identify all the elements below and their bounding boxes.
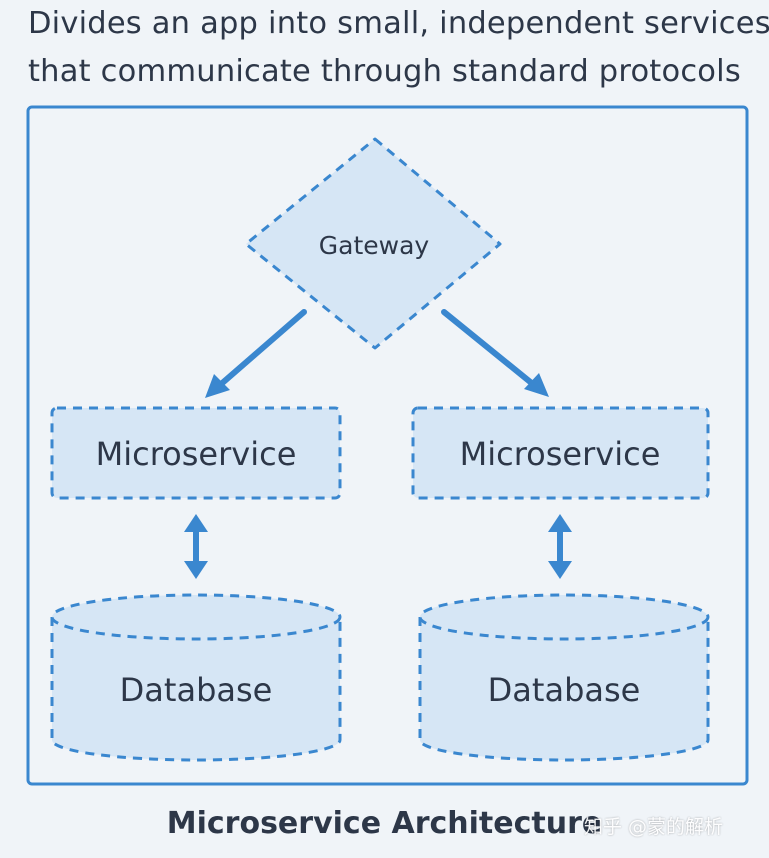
database-node-right: Database [418,593,710,762]
database-node-left: Database [50,593,342,762]
watermark: 知乎 @蒙的解析 [584,816,724,838]
database-top-left [50,593,342,641]
database-top-right [418,593,710,641]
database-body-right [418,617,710,762]
description-line-2: that communicate through standard protoc… [28,54,741,89]
gateway-label: Gateway [319,231,430,260]
microservice-node-right: Microservice [411,406,710,500]
gateway-to-service-arrow-right [441,309,549,397]
microservice-label-right: Microservice [460,435,661,473]
gateway-to-service-arrow-left [205,309,307,398]
gateway-shape [244,137,502,350]
microservice-box-right [411,406,710,500]
service-database-arrow-left [184,514,208,579]
microservice-label-left: Microservice [96,435,297,473]
microservice-box-left [50,406,342,500]
database-label-right: Database [488,671,641,709]
service-database-arrow-right [548,514,572,579]
description-line-1: Divides an app into small, independent s… [28,6,769,41]
microservice-node-left: Microservice [50,406,342,500]
database-body-left [50,617,342,762]
diagram-frame [26,105,749,786]
gateway-node: Gateway [244,137,502,350]
diagram-caption: Microservice Architecture [166,806,603,841]
description: Divides an app into small, independent s… [28,0,769,96]
database-label-left: Database [120,671,273,709]
